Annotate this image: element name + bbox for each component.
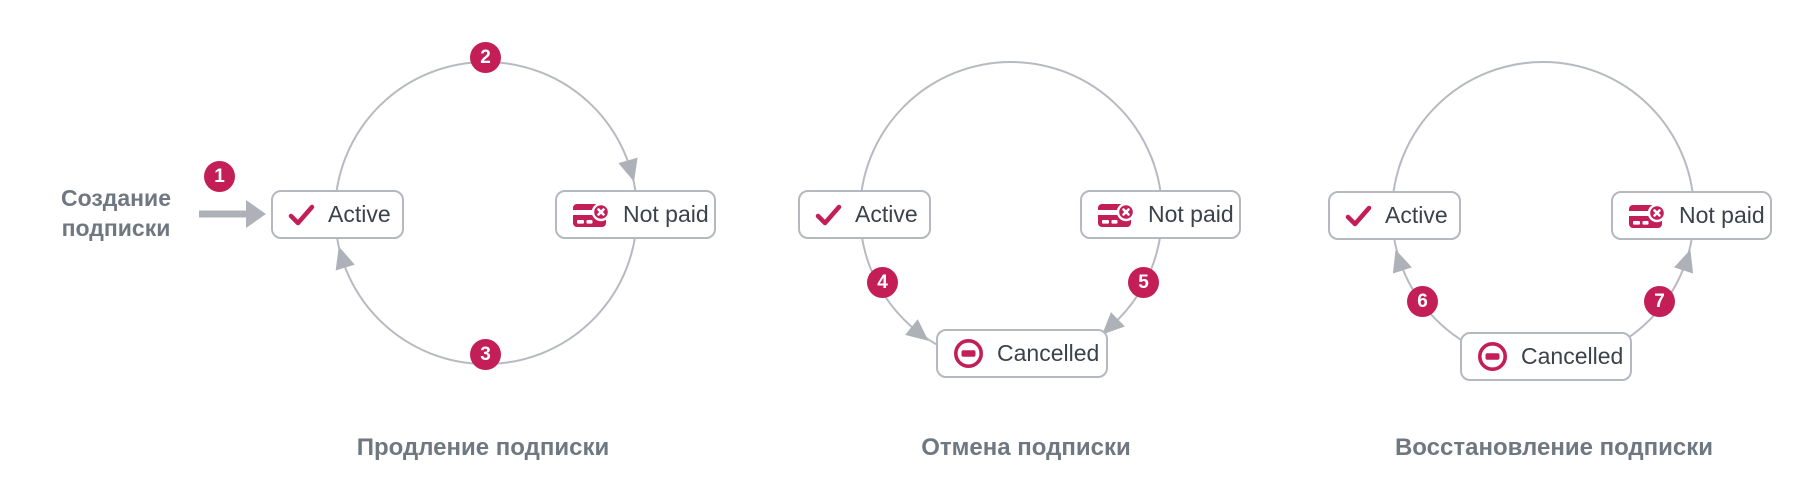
card-declined-icon	[1628, 202, 1666, 230]
arrowhead-cancelled-to-not-paid	[1674, 249, 1694, 274]
state-badge-not-paid-restoration: Not paid	[1611, 191, 1772, 240]
state-label-active: Active	[1385, 202, 1448, 228]
arrowhead-cancelled-to-active	[1392, 249, 1412, 274]
step-badge-2: 2	[470, 42, 501, 73]
state-badge-not-paid-renewal: Not paid	[555, 190, 716, 239]
step-badge-7: 7	[1644, 286, 1675, 317]
step-badge-4: 4	[867, 267, 898, 298]
state-badge-not-paid-cancellation: Not paid	[1080, 190, 1241, 239]
state-badge-active-cancellation: Active	[798, 190, 931, 239]
state-label-not-paid: Not paid	[623, 201, 709, 227]
caption-cancellation: Отмена подписки	[921, 434, 1131, 461]
arrowhead-active-to-cancelled	[905, 319, 929, 341]
creation-label-line2: подписки	[61, 215, 171, 241]
state-label-active: Active	[328, 201, 391, 227]
creation-arrow	[199, 200, 266, 228]
card-declined-icon	[1097, 201, 1135, 229]
arrowhead-to-not-paid-renewal	[618, 157, 638, 182]
caption-restoration: Восстановление подписки	[1394, 434, 1714, 461]
step-badge-6: 6	[1407, 286, 1438, 317]
state-label-cancelled: Cancelled	[997, 340, 1100, 366]
state-label-cancelled: Cancelled	[1521, 343, 1624, 369]
state-label-not-paid: Not paid	[1679, 202, 1765, 228]
minus-circle-icon	[953, 338, 984, 369]
check-icon	[1345, 205, 1372, 227]
state-badge-cancelled-cancellation: Cancelled	[936, 329, 1108, 378]
step-badge-5: 5	[1128, 267, 1159, 298]
check-icon	[288, 204, 315, 226]
state-badge-cancelled-restoration: Cancelled	[1460, 332, 1632, 381]
creation-label: Создание подписки	[40, 183, 192, 243]
step-badge-1: 1	[204, 161, 235, 192]
minus-circle-icon	[1477, 341, 1508, 372]
state-badge-active-restoration: Active	[1328, 191, 1461, 240]
arrowhead-not-paid-to-cancelled	[1102, 312, 1125, 335]
state-label-not-paid: Not paid	[1148, 201, 1234, 227]
card-declined-icon	[572, 201, 610, 229]
check-icon	[815, 204, 842, 226]
step-badge-3: 3	[470, 339, 501, 370]
state-label-active: Active	[855, 201, 918, 227]
creation-label-line1: Создание	[60, 185, 171, 211]
arrowhead-to-active-renewal	[335, 246, 355, 271]
caption-renewal: Продление подписки	[356, 434, 610, 461]
state-badge-active-renewal: Active	[271, 190, 404, 239]
